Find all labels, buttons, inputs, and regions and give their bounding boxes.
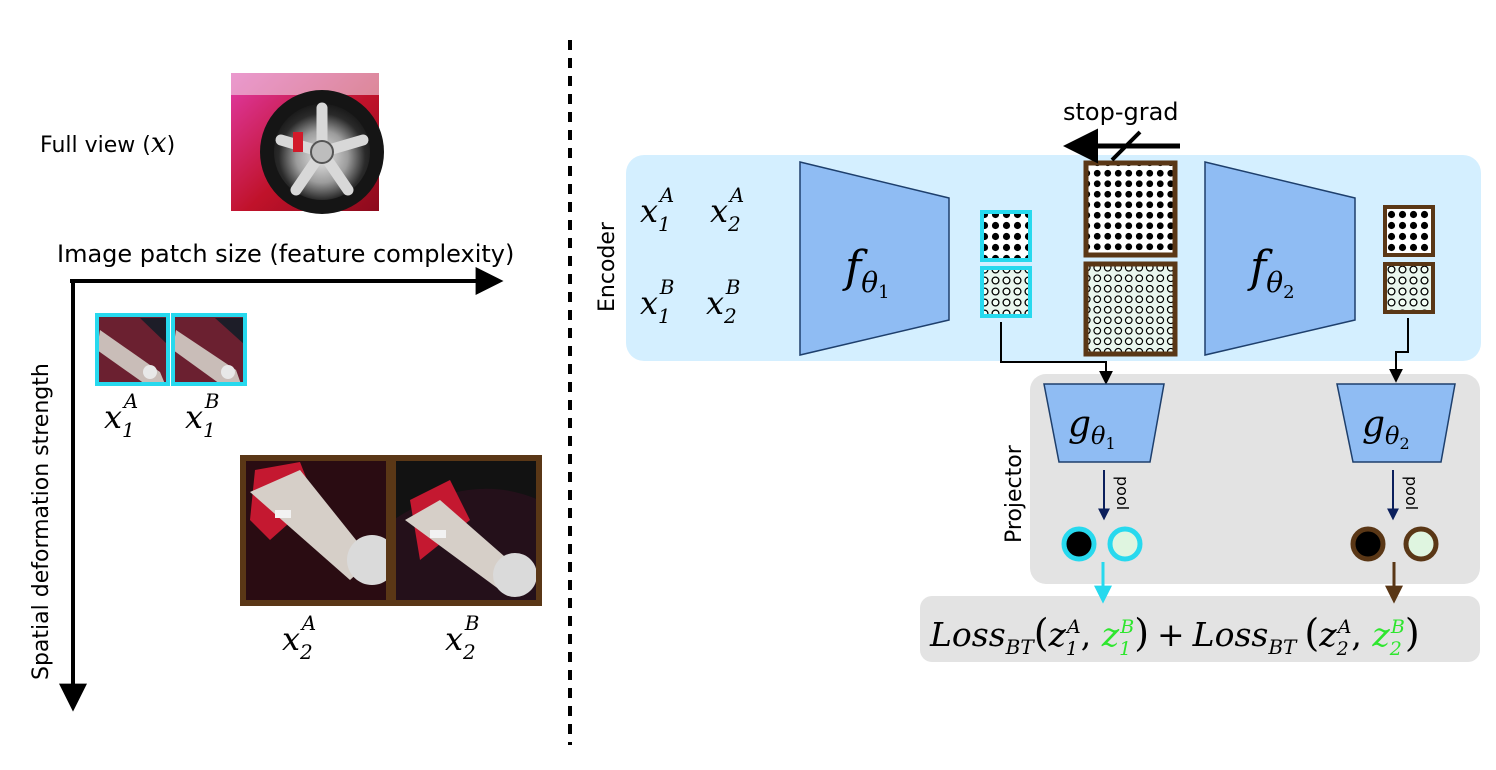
feature-map-f1-a (980, 210, 1032, 262)
embedding-z2b (1403, 526, 1439, 562)
encoder-input-x2b: x2B (706, 275, 740, 328)
loss-formula: LossBT(z1A, z1B)+LossBT(z2A, z2B) (929, 611, 1420, 660)
full-view-image (231, 73, 384, 214)
connector-f2-to-g2 (1389, 318, 1409, 383)
patch-label-x1b: x1B (185, 389, 219, 442)
projector-g2-label: gθ2 (1362, 404, 1410, 453)
projector-g2-trapezoid (1336, 383, 1456, 463)
stop-grad-label: stop-grad (1063, 98, 1179, 126)
pool-label-1: pool (1113, 476, 1132, 510)
full-view-label: Full view (x) (40, 126, 175, 159)
feature-map-f2-a (1383, 205, 1435, 257)
encoder-f1-label: fθ1 (842, 242, 890, 303)
encoder-f1-trapezoid (799, 161, 950, 356)
patch-x2a (240, 455, 397, 606)
embedding-z1b (1107, 526, 1143, 562)
projector-g1-label: gθ1 (1068, 404, 1116, 453)
patch-x1a (95, 313, 170, 386)
feature-map-f2-b (1383, 262, 1435, 314)
embedding-z2a (1350, 526, 1386, 562)
feature-map-f1-b (980, 266, 1032, 318)
patch-label-x2a: x2A (282, 611, 316, 664)
patch-label-x2b: x2B (445, 611, 479, 664)
encoder-input-x1b: x1B (640, 275, 674, 328)
embedding-z1a (1061, 526, 1097, 562)
left-panel: Full view (x) Image patch size (feature … (29, 73, 542, 712)
y-axis-label: Spatial deformation strength (29, 363, 54, 680)
feature-map-large-a (1083, 160, 1178, 258)
encoder-input-x2a: x2A (710, 183, 744, 236)
patch-x2b (390, 455, 542, 606)
right-panel: Encoder Projector x1A x2A x1B x2B fθ1 fθ… (595, 98, 1481, 662)
feature-map-large-b (1083, 261, 1178, 357)
patch-label-x1a: x1A (104, 389, 138, 442)
x-axis-label: Image patch size (feature complexity) (57, 240, 514, 268)
stop-grad-slash (1110, 130, 1142, 162)
encoder-f2-trapezoid (1204, 161, 1356, 356)
projector-g1-trapezoid (1043, 383, 1165, 463)
connector-f1-to-g1 (1000, 322, 1113, 385)
encoder-input-x1a: x1A (640, 183, 674, 236)
projector-label: Projector (1002, 444, 1027, 543)
encoder-label: Encoder (595, 221, 620, 312)
patch-x1b (171, 313, 247, 386)
pool-label-2: pool (1402, 476, 1421, 510)
loss-panel (920, 596, 1480, 662)
